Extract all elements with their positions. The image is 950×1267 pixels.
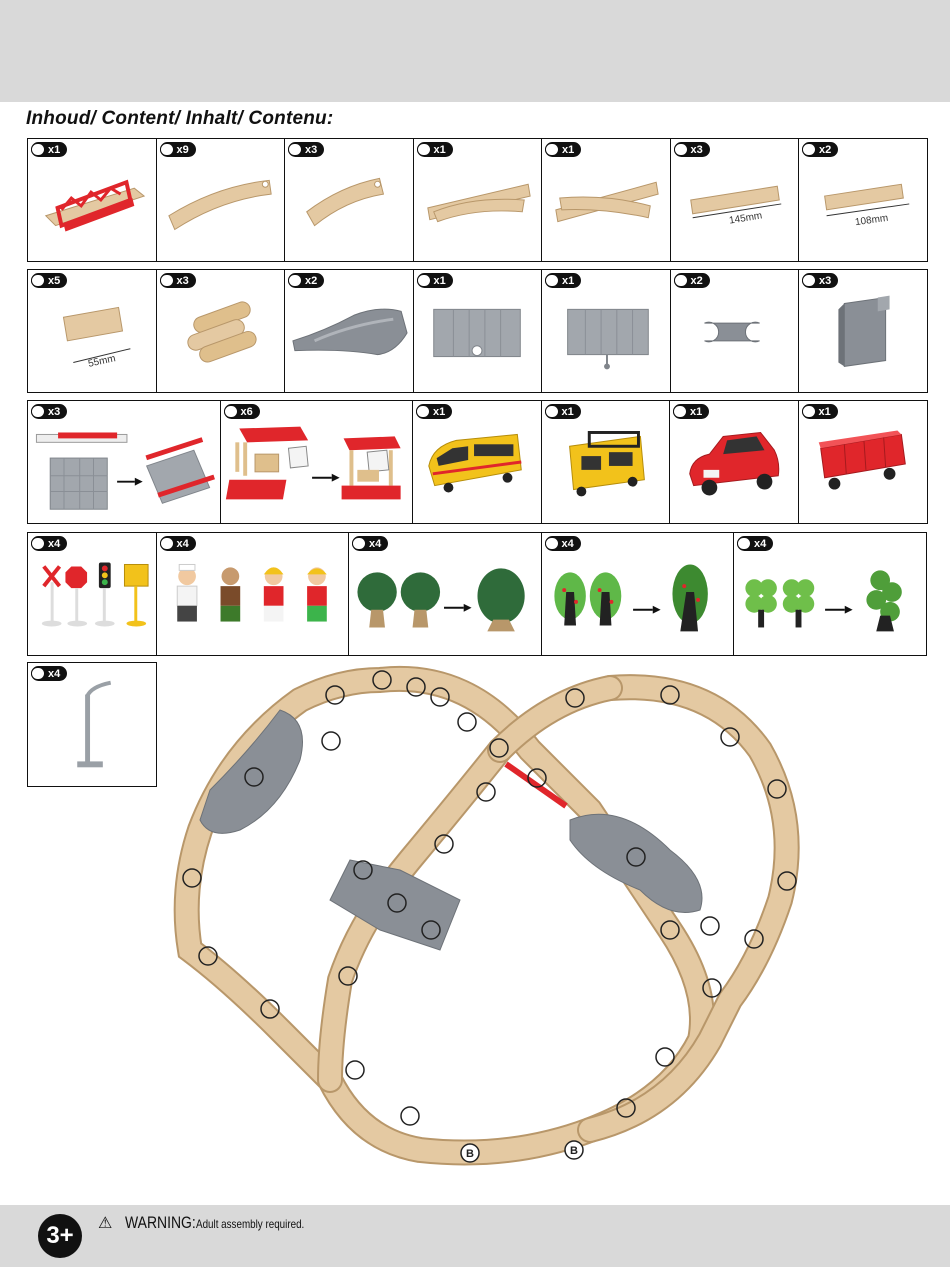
part-road-signs: x4 bbox=[27, 532, 157, 656]
yellow-train-icon bbox=[413, 401, 541, 523]
track-layout-diagram: B B bbox=[170, 660, 810, 1180]
bushy-tree-icon bbox=[734, 533, 926, 655]
part-curved-track: x9 bbox=[156, 138, 286, 262]
warning-title: WARNING: bbox=[125, 1213, 196, 1233]
part-straight-track-145: x3 145mm bbox=[670, 138, 800, 262]
parts-row-2: x5 55mm x3 x2 x1 x1 bbox=[27, 269, 928, 393]
figure-chef bbox=[177, 564, 197, 621]
part-bushy-tree: x4 bbox=[733, 532, 927, 656]
part-short-track-55: x5 55mm bbox=[27, 269, 157, 393]
pillar-icon bbox=[799, 270, 927, 392]
part-red-wagon: x1 bbox=[798, 400, 928, 524]
level-crossing-icon bbox=[28, 401, 220, 523]
figure-worker bbox=[220, 567, 240, 621]
mountain-ramp-icon bbox=[285, 270, 413, 392]
figure-boy bbox=[307, 567, 327, 621]
switch-track-reversed-icon bbox=[542, 139, 670, 261]
part-switch-track-reversed: x1 bbox=[541, 138, 671, 262]
part-train-station: x6 bbox=[220, 400, 414, 524]
straight-track-icon bbox=[799, 139, 927, 261]
warning-icon: ⚠ bbox=[98, 1213, 112, 1233]
ramp-plate-icon bbox=[414, 270, 542, 392]
short-track-icon bbox=[28, 270, 156, 392]
content-heading: Inhoud/ Content/ Inhalt/ Contenu: bbox=[26, 108, 333, 130]
part-yellow-wagon: x1 bbox=[541, 400, 671, 524]
switch-track-icon bbox=[414, 139, 542, 261]
layout-label-b-2: B bbox=[570, 1145, 578, 1157]
part-switch-track: x1 bbox=[413, 138, 543, 262]
part-level-crossing: x3 bbox=[27, 400, 221, 524]
part-apple-tree: x4 bbox=[541, 532, 735, 656]
straight-track-icon bbox=[671, 139, 799, 261]
part-mountain-ramp: x2 bbox=[284, 269, 414, 393]
red-car-icon bbox=[670, 401, 798, 523]
part-wooden-logs: x3 bbox=[156, 269, 286, 393]
part-pillar: x3 bbox=[798, 269, 928, 393]
warning-text: Adult assembly required. bbox=[196, 1217, 304, 1231]
parts-row-1: x1 x9 x3 x1 x1 x bbox=[27, 138, 928, 262]
part-straight-track-108: x2 108mm bbox=[798, 138, 928, 262]
ramp-plate-peg-icon bbox=[542, 270, 670, 392]
age-badge: 3+ bbox=[38, 1214, 82, 1258]
part-figures: x4 bbox=[156, 532, 350, 656]
figure-girl bbox=[263, 567, 283, 621]
part-street-lamp: x4 bbox=[27, 662, 157, 787]
part-bridge: x1 bbox=[27, 138, 157, 262]
part-red-car: x1 bbox=[669, 400, 799, 524]
round-tree-icon bbox=[349, 533, 541, 655]
train-station-icon bbox=[221, 401, 413, 523]
bridge-track-icon bbox=[28, 139, 156, 261]
figures-icon bbox=[157, 533, 349, 655]
parts-row-3: x3 x6 bbox=[27, 400, 928, 524]
parts-row-5: x4 bbox=[27, 662, 157, 787]
road-signs-icon bbox=[28, 533, 156, 655]
curved-track-icon bbox=[157, 139, 285, 261]
red-wagon-icon bbox=[799, 401, 927, 523]
street-lamp-icon bbox=[28, 663, 156, 786]
part-short-curved-track: x3 bbox=[284, 138, 414, 262]
part-round-tree: x4 bbox=[348, 532, 542, 656]
part-ramp-plate-peg: x1 bbox=[541, 269, 671, 393]
part-connector: x2 bbox=[670, 269, 800, 393]
wooden-logs-icon bbox=[157, 270, 285, 392]
apple-tree-icon bbox=[542, 533, 734, 655]
yellow-wagon-icon bbox=[542, 401, 670, 523]
layout-label-b-1: B bbox=[466, 1148, 474, 1160]
short-curved-track-icon bbox=[285, 139, 413, 261]
top-band bbox=[0, 0, 950, 102]
connector-icon bbox=[671, 270, 799, 392]
part-yellow-train: x1 bbox=[412, 400, 542, 524]
parts-row-4: x4 x4 bbox=[27, 532, 927, 656]
part-ramp-plate: x1 bbox=[413, 269, 543, 393]
